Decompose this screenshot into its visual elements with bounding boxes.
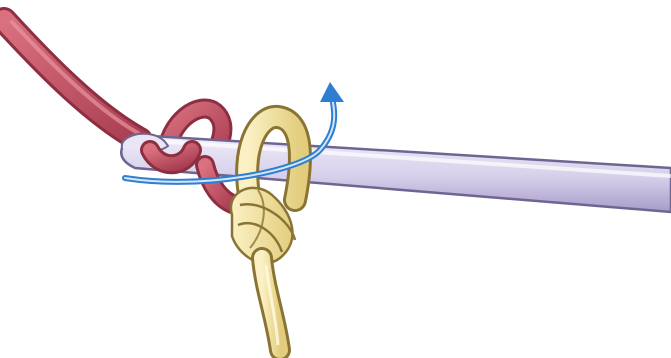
working-yarn	[4, 20, 140, 140]
